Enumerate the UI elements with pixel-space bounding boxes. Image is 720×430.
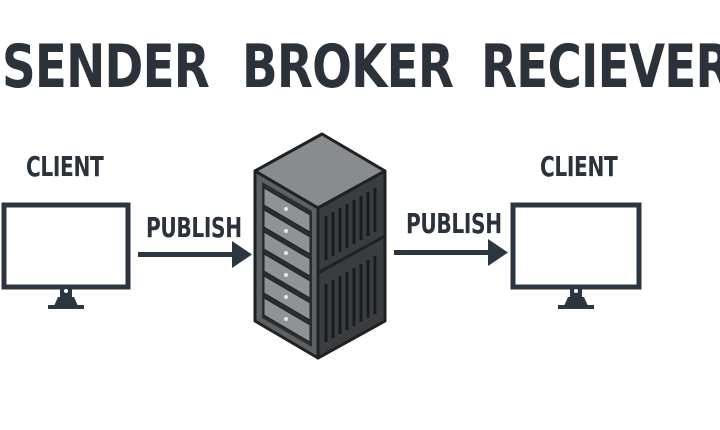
sender-monitor-icon — [1, 202, 131, 309]
receiver-client-label: CLIENT — [540, 150, 618, 183]
sender-heading: SENDER — [2, 32, 210, 102]
receiver-monitor-icon — [510, 202, 642, 309]
publish-arrow-left — [138, 241, 252, 268]
broker-heading: BROKER — [242, 32, 454, 102]
receiver-heading: RECIEVER — [481, 32, 720, 102]
publish-label-right: PUBLISH — [406, 207, 502, 240]
sender-client-label: CLIENT — [26, 150, 104, 183]
publish-label-left: PUBLISH — [146, 211, 242, 244]
server-rack-icon — [253, 132, 387, 360]
publish-arrow-right — [394, 239, 508, 266]
